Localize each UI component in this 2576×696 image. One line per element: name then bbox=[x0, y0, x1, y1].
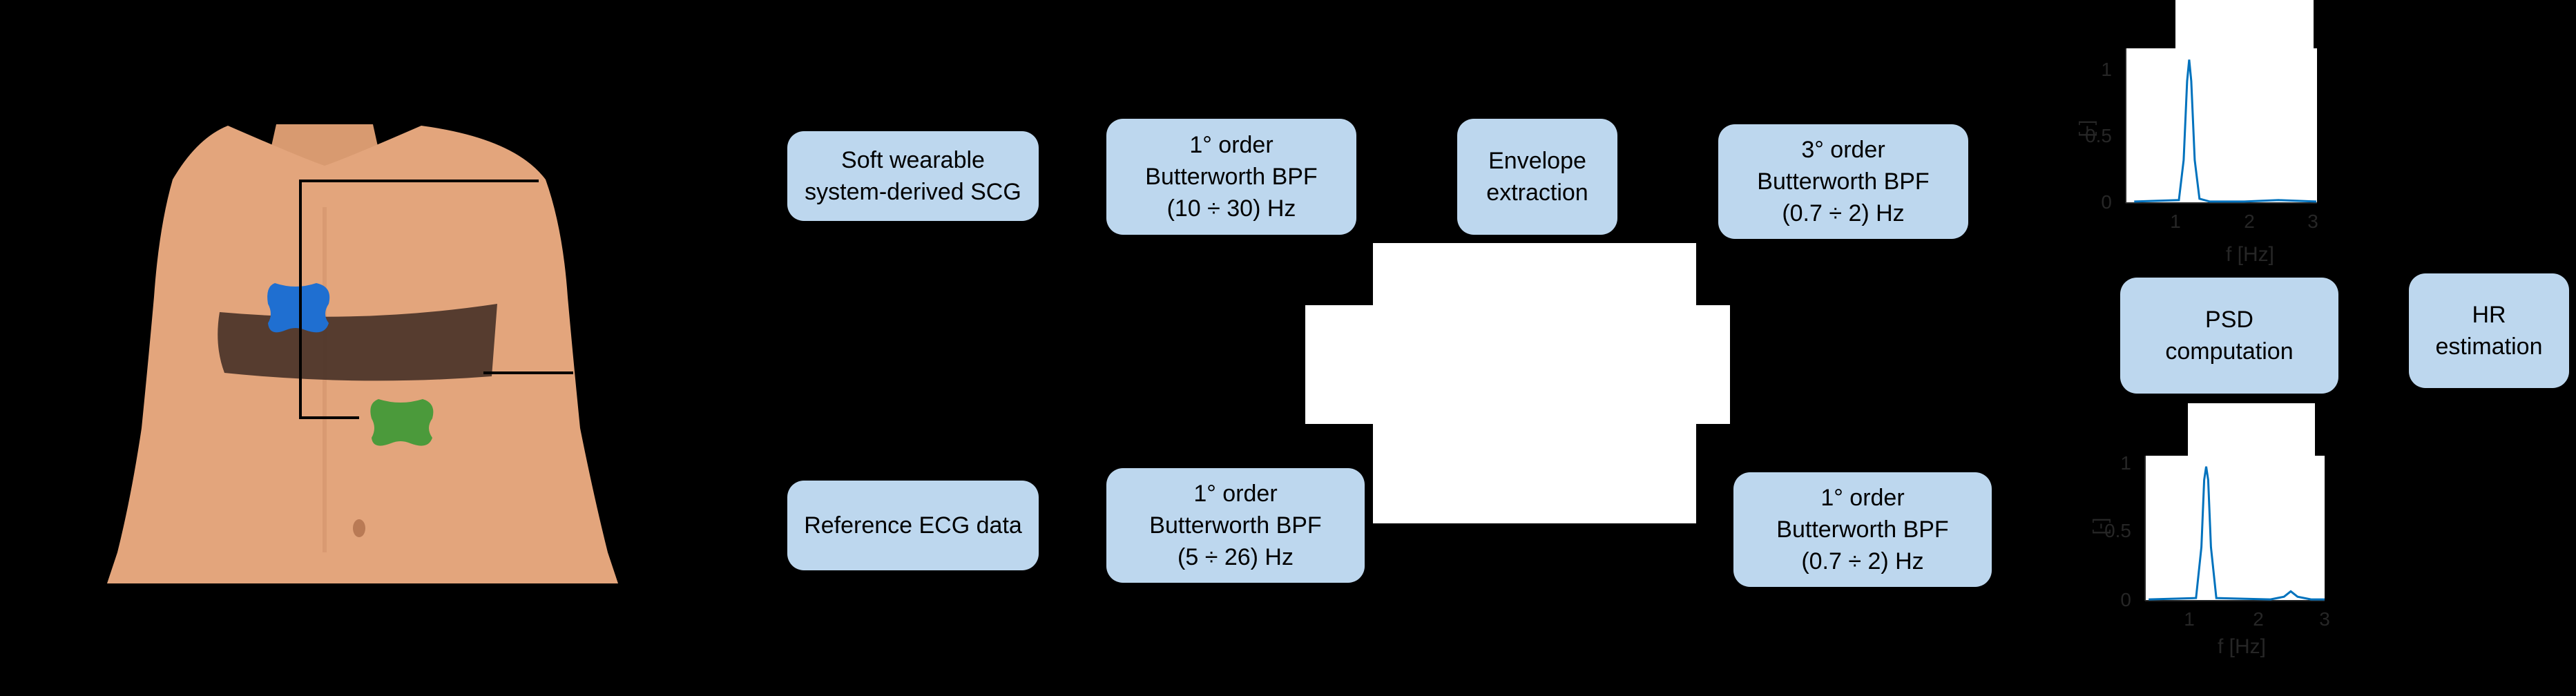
psd-series-line-bottom bbox=[2149, 466, 2325, 601]
plot-top-area bbox=[2126, 48, 2317, 203]
bpf-ecg-low-line-3: (0.7 ÷ 2) Hz bbox=[1801, 548, 1924, 574]
plot-top-xtick-2: 2 bbox=[2244, 211, 2255, 232]
bpf-ecg-low-line-1: 1° order bbox=[1820, 485, 1905, 511]
plot-bottom-ytick-0: 0 bbox=[2120, 589, 2131, 610]
bpf-ecg-low-box: 1° order Butterworth BPF (0.7 ÷ 2) Hz bbox=[1733, 472, 1992, 587]
scg-source-line-2: system-derived SCG bbox=[805, 179, 1021, 205]
psd-plot-bottom: 1 0.5 0 [-] 1 2 3 f [Hz] bbox=[2089, 452, 2330, 658]
bpf-3rd-line-3: (0.7 ÷ 2) Hz bbox=[1782, 200, 1905, 226]
bpf-ecg-line-2: Butterworth BPF bbox=[1149, 512, 1322, 539]
envelope-line-2: extraction bbox=[1486, 180, 1588, 206]
white-panel-center bbox=[1373, 243, 1696, 523]
bpf-ecg-line-3: (5 ÷ 26) Hz bbox=[1178, 544, 1294, 570]
scg-sensor-blue bbox=[267, 283, 330, 333]
bpf-scg-line-1: 1° order bbox=[1189, 132, 1273, 158]
plot-bottom-xtick-3: 3 bbox=[2319, 608, 2330, 630]
psd-series-line-top bbox=[2134, 59, 2317, 203]
white-panel-bottom-plot bbox=[2188, 403, 2315, 465]
psd-line-2: computation bbox=[2165, 338, 2294, 365]
psd-plot-top: 1 0.5 0 [-] 1 2 3 f [Hz] bbox=[2075, 48, 2318, 266]
psd-computation-box: PSD computation bbox=[2120, 278, 2338, 394]
plot-bottom-ylabel: [-] bbox=[2089, 518, 2111, 535]
psd-line-1: PSD bbox=[2205, 307, 2253, 333]
plot-top-ylabel: [-] bbox=[2075, 120, 2097, 137]
hr-line-1: HR bbox=[2472, 302, 2506, 328]
plot-top-ytick-0: 0 bbox=[2101, 191, 2112, 213]
ecg-sensor-green bbox=[370, 399, 434, 446]
plot-bottom-xlabel: f [Hz] bbox=[2218, 635, 2266, 658]
bpf-3rd-order-box: 3° order Butterworth BPF (0.7 ÷ 2) Hz bbox=[1718, 124, 1968, 239]
scg-source-line-1: Soft wearable bbox=[841, 147, 985, 173]
plot-bottom-ytick-05: 0.5 bbox=[2104, 520, 2131, 541]
hr-line-2: estimation bbox=[2435, 334, 2543, 360]
bpf-ecg-line-1: 1° order bbox=[1193, 481, 1278, 507]
envelope-line-1: Envelope bbox=[1488, 148, 1586, 174]
plot-bottom-xtick-2: 2 bbox=[2253, 608, 2264, 630]
bpf-3rd-line-1: 3° order bbox=[1801, 137, 1885, 163]
plot-top-ytick-1: 1 bbox=[2101, 59, 2112, 80]
sensor-leader-lines bbox=[299, 180, 539, 419]
plot-top-ytick-05: 0.5 bbox=[2085, 125, 2112, 146]
white-panel-right-wing bbox=[1695, 305, 1730, 424]
hr-estimation-box: HR estimation bbox=[2409, 273, 2569, 388]
plot-bottom-area bbox=[2145, 456, 2325, 601]
ecg-source-box: Reference ECG data bbox=[787, 481, 1039, 570]
white-panel-left-wing bbox=[1305, 305, 1374, 424]
envelope-extraction-box: Envelope extraction bbox=[1457, 119, 1617, 235]
bpf-3rd-line-2: Butterworth BPF bbox=[1757, 168, 1930, 195]
bpf-ecg-box: 1° order Butterworth BPF (5 ÷ 26) Hz bbox=[1106, 468, 1365, 583]
bpf-scg-line-2: Butterworth BPF bbox=[1145, 164, 1318, 190]
plot-top-xtick-3: 3 bbox=[2307, 211, 2318, 232]
plot-bottom-xtick-1: 1 bbox=[2184, 608, 2195, 630]
scg-source-box: Soft wearable system-derived SCG bbox=[787, 131, 1039, 221]
bpf-scg-line-3: (10 ÷ 30) Hz bbox=[1166, 195, 1296, 222]
bpf-scg-box: 1° order Butterworth BPF (10 ÷ 30) Hz bbox=[1106, 119, 1356, 235]
bpf-ecg-low-line-2: Butterworth BPF bbox=[1776, 516, 1949, 543]
plot-top-xlabel: f [Hz] bbox=[2226, 243, 2274, 266]
plot-bottom-ytick-1: 1 bbox=[2120, 452, 2131, 474]
plot-top-xtick-1: 1 bbox=[2170, 211, 2181, 232]
ecg-source-line-1: Reference ECG data bbox=[804, 512, 1022, 539]
